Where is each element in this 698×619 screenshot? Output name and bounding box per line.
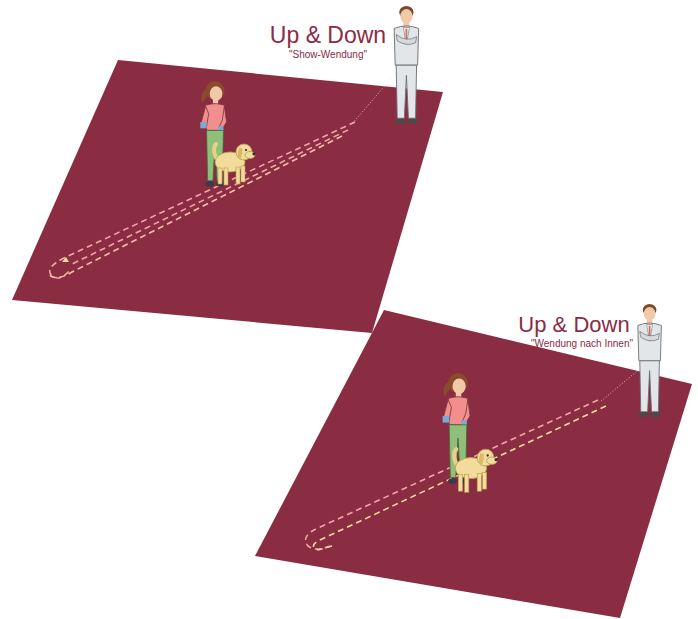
path-lines <box>48 122 355 278</box>
panel-subtitle: "Show-Wendung" <box>289 50 367 60</box>
dog <box>454 449 498 492</box>
show-floor <box>255 310 692 618</box>
turn-mark <box>62 257 69 262</box>
sight-line <box>352 68 400 124</box>
panel-title: Up & Down <box>270 24 386 47</box>
panel-subtitle: "Wendung nach Innen" <box>531 339 633 349</box>
panel-title: Up & Down <box>518 314 629 336</box>
judge <box>394 6 418 124</box>
judge <box>638 304 662 417</box>
dog <box>214 144 256 185</box>
show-floor <box>12 60 443 333</box>
